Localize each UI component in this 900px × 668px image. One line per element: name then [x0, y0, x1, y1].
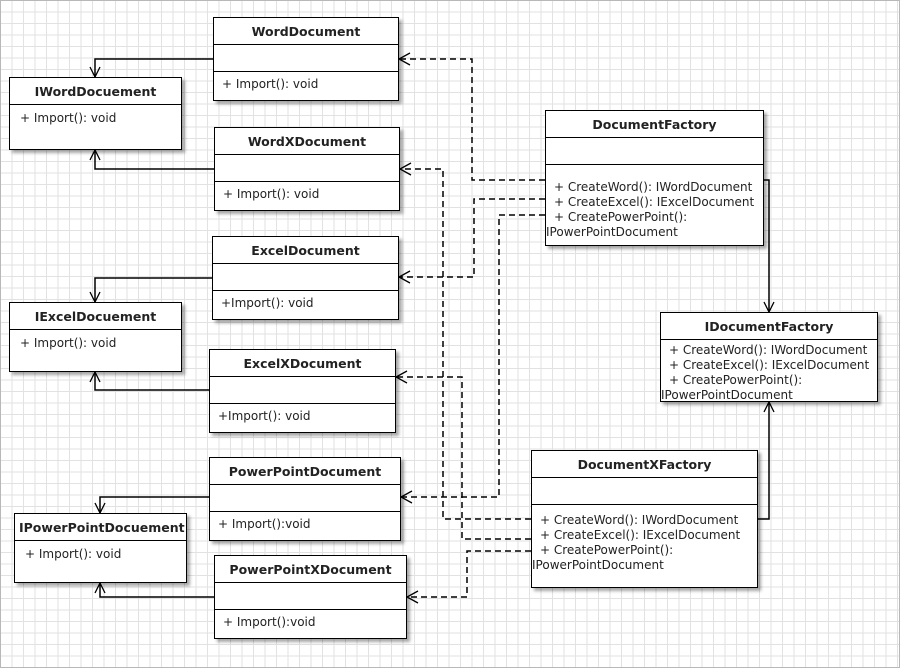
realization-excelx-iexcel — [95, 372, 209, 391]
realization-word-iword — [95, 58, 213, 77]
method: IPowerPointDocument — [661, 388, 793, 402]
dependency-xfactory-pptx — [405, 550, 531, 604]
attributes-section — [532, 478, 757, 505]
dependency-xfactory-excelx — [394, 370, 531, 540]
attributes-section — [210, 377, 395, 404]
realization-excel-iexcel — [95, 277, 212, 302]
class-powerpointdocument[interactable]: PowerPointDocument + Import():void — [209, 457, 401, 541]
method: + CreateWord(): IWordDocument — [540, 513, 739, 527]
method: + Import():void — [223, 615, 316, 629]
class-name: DocumentFactory — [546, 111, 763, 138]
class-wordxdocument[interactable]: WordXDocument + Import(): void — [214, 127, 400, 211]
method: + CreateExcel(): IExcelDocument — [540, 528, 741, 542]
method: + CreatePowerPoint(): — [540, 543, 674, 557]
method: + Import():void — [218, 517, 311, 531]
class-worddocument[interactable]: WordDocument + Import(): void — [213, 17, 399, 101]
interface-idocumentfactory[interactable]: IDocumentFactory + CreateWord(): IWordDo… — [660, 312, 878, 402]
method: + CreateExcel(): IExcelDocument — [669, 358, 870, 372]
class-name: WordDocument — [214, 18, 398, 45]
attributes-section — [215, 583, 406, 610]
realization-pptx-ippt — [100, 583, 214, 598]
dependency-factory-word — [397, 52, 545, 181]
interface-iworddocuement[interactable]: IWordDocuement + Import(): void — [9, 77, 182, 150]
dependency-factory-excel — [397, 198, 545, 284]
realization-ppt-ippt — [100, 496, 209, 513]
class-powerpointxdocument[interactable]: PowerPointXDocument + Import():void — [214, 555, 407, 639]
dependency-factory-ppt — [399, 214, 545, 504]
class-name: IPowerPointDocuement — [15, 514, 186, 541]
method: + Import(): void — [25, 547, 122, 561]
method: + CreatePowerPoint(): — [669, 373, 803, 387]
realization-wordx-iword — [95, 150, 214, 170]
attributes-section — [210, 485, 400, 512]
interface-ipowerpointdocuement[interactable]: IPowerPointDocuement + Import(): void — [14, 513, 187, 583]
realization-xfactory-ifactory — [758, 402, 769, 520]
class-name: DocumentXFactory — [532, 451, 757, 478]
method: +Import(): void — [221, 296, 314, 310]
method: IPowerPointDocument — [546, 225, 678, 239]
class-name: IDocumentFactory — [661, 313, 877, 340]
class-name: PowerPointDocument — [210, 458, 400, 485]
interface-iexceldocuement[interactable]: IExcelDocuement + Import(): void — [9, 302, 182, 372]
class-excelxdocument[interactable]: ExcelXDocument +Import(): void — [209, 349, 396, 433]
class-name: PowerPointXDocument — [215, 556, 406, 583]
realization-factory-ifactory — [764, 179, 769, 312]
class-name: ExcelDocument — [213, 237, 398, 264]
method: + Import(): void — [20, 111, 117, 125]
method: + Import(): void — [223, 187, 320, 201]
method: IPowerPointDocument — [532, 558, 664, 572]
method: + CreateWord(): IWordDocument — [554, 180, 753, 194]
class-exceldocument[interactable]: ExcelDocument +Import(): void — [212, 236, 399, 320]
method: + CreateWord(): IWordDocument — [669, 343, 868, 357]
method: + CreateExcel(): IExcelDocument — [554, 195, 755, 209]
method: + Import(): void — [222, 77, 319, 91]
method: +Import(): void — [218, 409, 311, 423]
class-name: IWordDocuement — [10, 78, 181, 105]
attributes-section — [215, 155, 399, 182]
attributes-section — [213, 264, 398, 291]
method: + CreatePowerPoint(): — [554, 210, 688, 224]
class-name: ExcelXDocument — [210, 350, 395, 377]
attributes-section — [214, 45, 398, 72]
method: + Import(): void — [20, 336, 117, 350]
class-name: WordXDocument — [215, 128, 399, 155]
class-documentfactory[interactable]: DocumentFactory + CreateWord(): IWordDoc… — [545, 110, 764, 246]
class-name: IExcelDocuement — [10, 303, 181, 330]
attributes-section — [546, 138, 763, 165]
dependency-xfactory-wordx — [398, 162, 531, 520]
class-documentxfactory[interactable]: DocumentXFactory + CreateWord(): IWordDo… — [531, 450, 758, 588]
